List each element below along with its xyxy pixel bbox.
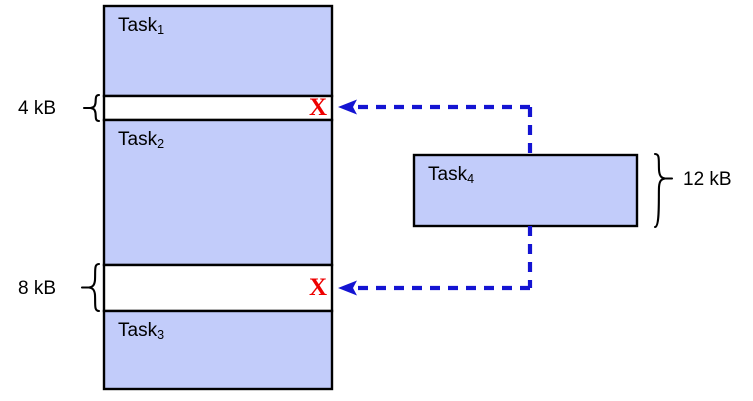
x-mark-icon-4kb: X	[309, 94, 328, 121]
size-label-12kb: 12 kB	[683, 169, 732, 190]
brace-4kb-icon	[90, 93, 101, 123]
brace-8kb-icon	[88, 262, 101, 313]
incoming-task-label: Task4	[428, 164, 475, 187]
arrowhead-to-4kb-icon	[338, 99, 357, 115]
x-mark-icon-8kb: X	[309, 274, 328, 301]
memory-block-task2-label: Task2	[118, 129, 165, 152]
arrowhead-to-8kb-icon	[338, 280, 357, 296]
memory-block-task2	[102, 118, 334, 267]
memory-block-task1	[102, 4, 334, 98]
memory-block-task1-label: Task1	[118, 15, 165, 38]
memory-block-task3-label: Task3	[118, 320, 165, 343]
size-label-4kb: 4 kB	[18, 98, 57, 119]
incoming-task-box	[412, 153, 639, 228]
memory-hole-4kb	[102, 94, 334, 122]
size-label-8kb: 8 kB	[18, 278, 57, 299]
brace-12kb-icon	[653, 152, 666, 229]
memory-block-task3	[102, 309, 334, 391]
memory-hole-8kb	[102, 263, 334, 313]
